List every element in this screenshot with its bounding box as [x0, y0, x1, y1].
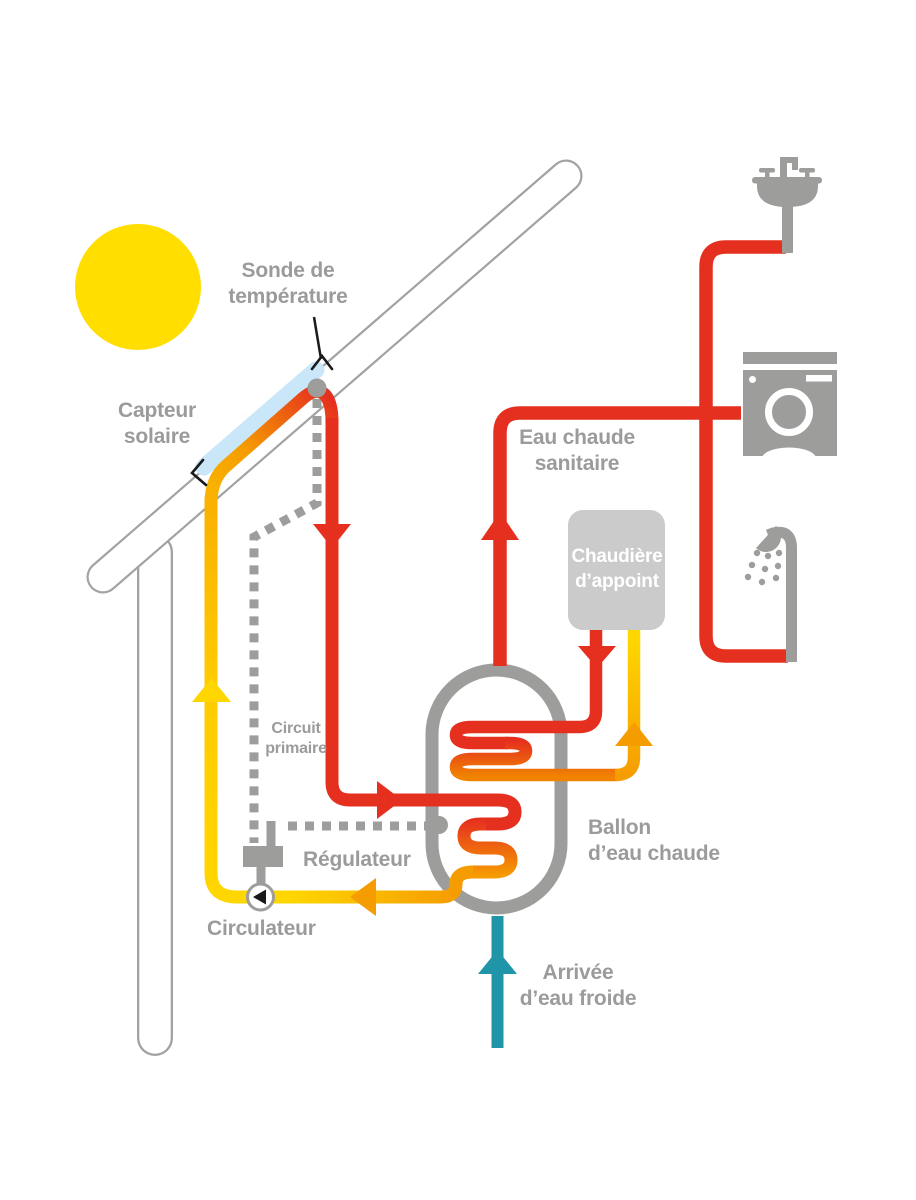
label-cold-water-inlet: Arrivée d’eau froide: [519, 961, 637, 1010]
house-roof: [86, 159, 583, 594]
arrow-up-yellow: [192, 678, 231, 702]
arrow-up-orange-boiler: [615, 722, 653, 746]
solar-circuit-pipes: [204, 384, 522, 904]
shower-icon: [744, 525, 797, 662]
collector-bracket-marks: [190, 353, 334, 487]
arrow-down-red-boiler: [578, 646, 616, 668]
boiler-circuit-pipes: [449, 626, 641, 782]
collector-sensor-dot: [307, 378, 327, 398]
sink-icon: [752, 157, 822, 253]
label-temperature-sensor: Sonde de température: [228, 259, 348, 308]
arrow-down-red: [313, 524, 351, 548]
label-domestic-hot-water: Eau chaude sanitaire: [519, 426, 635, 475]
label-solar-collector: Capteur solaire: [118, 399, 196, 448]
solar-collector-panel: [195, 361, 325, 476]
controller-box: [243, 821, 283, 886]
arrow-up-red-ecs: [481, 512, 519, 540]
tank-sensor-dot: [430, 816, 448, 834]
washing-machine-icon: [743, 352, 837, 470]
hot-water-pipes: [493, 240, 788, 666]
label-regulator: Régulateur: [303, 848, 411, 871]
pump-icon: [246, 882, 275, 912]
arrow-right-red: [377, 781, 402, 819]
shower-droplets: [744, 549, 783, 586]
backup-boiler-box: [568, 510, 665, 630]
arrow-left-orange: [350, 878, 376, 916]
cold-water-pipe: [478, 916, 517, 1048]
solar-circuit-arrows: [192, 524, 402, 916]
sun-icon: [75, 224, 201, 350]
label-circulator: Circulateur: [207, 917, 316, 940]
sensor-wire-dashed: [249, 399, 431, 843]
label-primary-circuit: Circuit primaire: [265, 720, 327, 757]
label-hot-water-tank: Ballon d’eau chaude: [588, 816, 720, 865]
sensor-pointer-line: [312, 316, 323, 360]
label-backup-boiler: Chaudière d’appoint: [571, 546, 663, 592]
arrow-up-teal: [478, 950, 517, 974]
